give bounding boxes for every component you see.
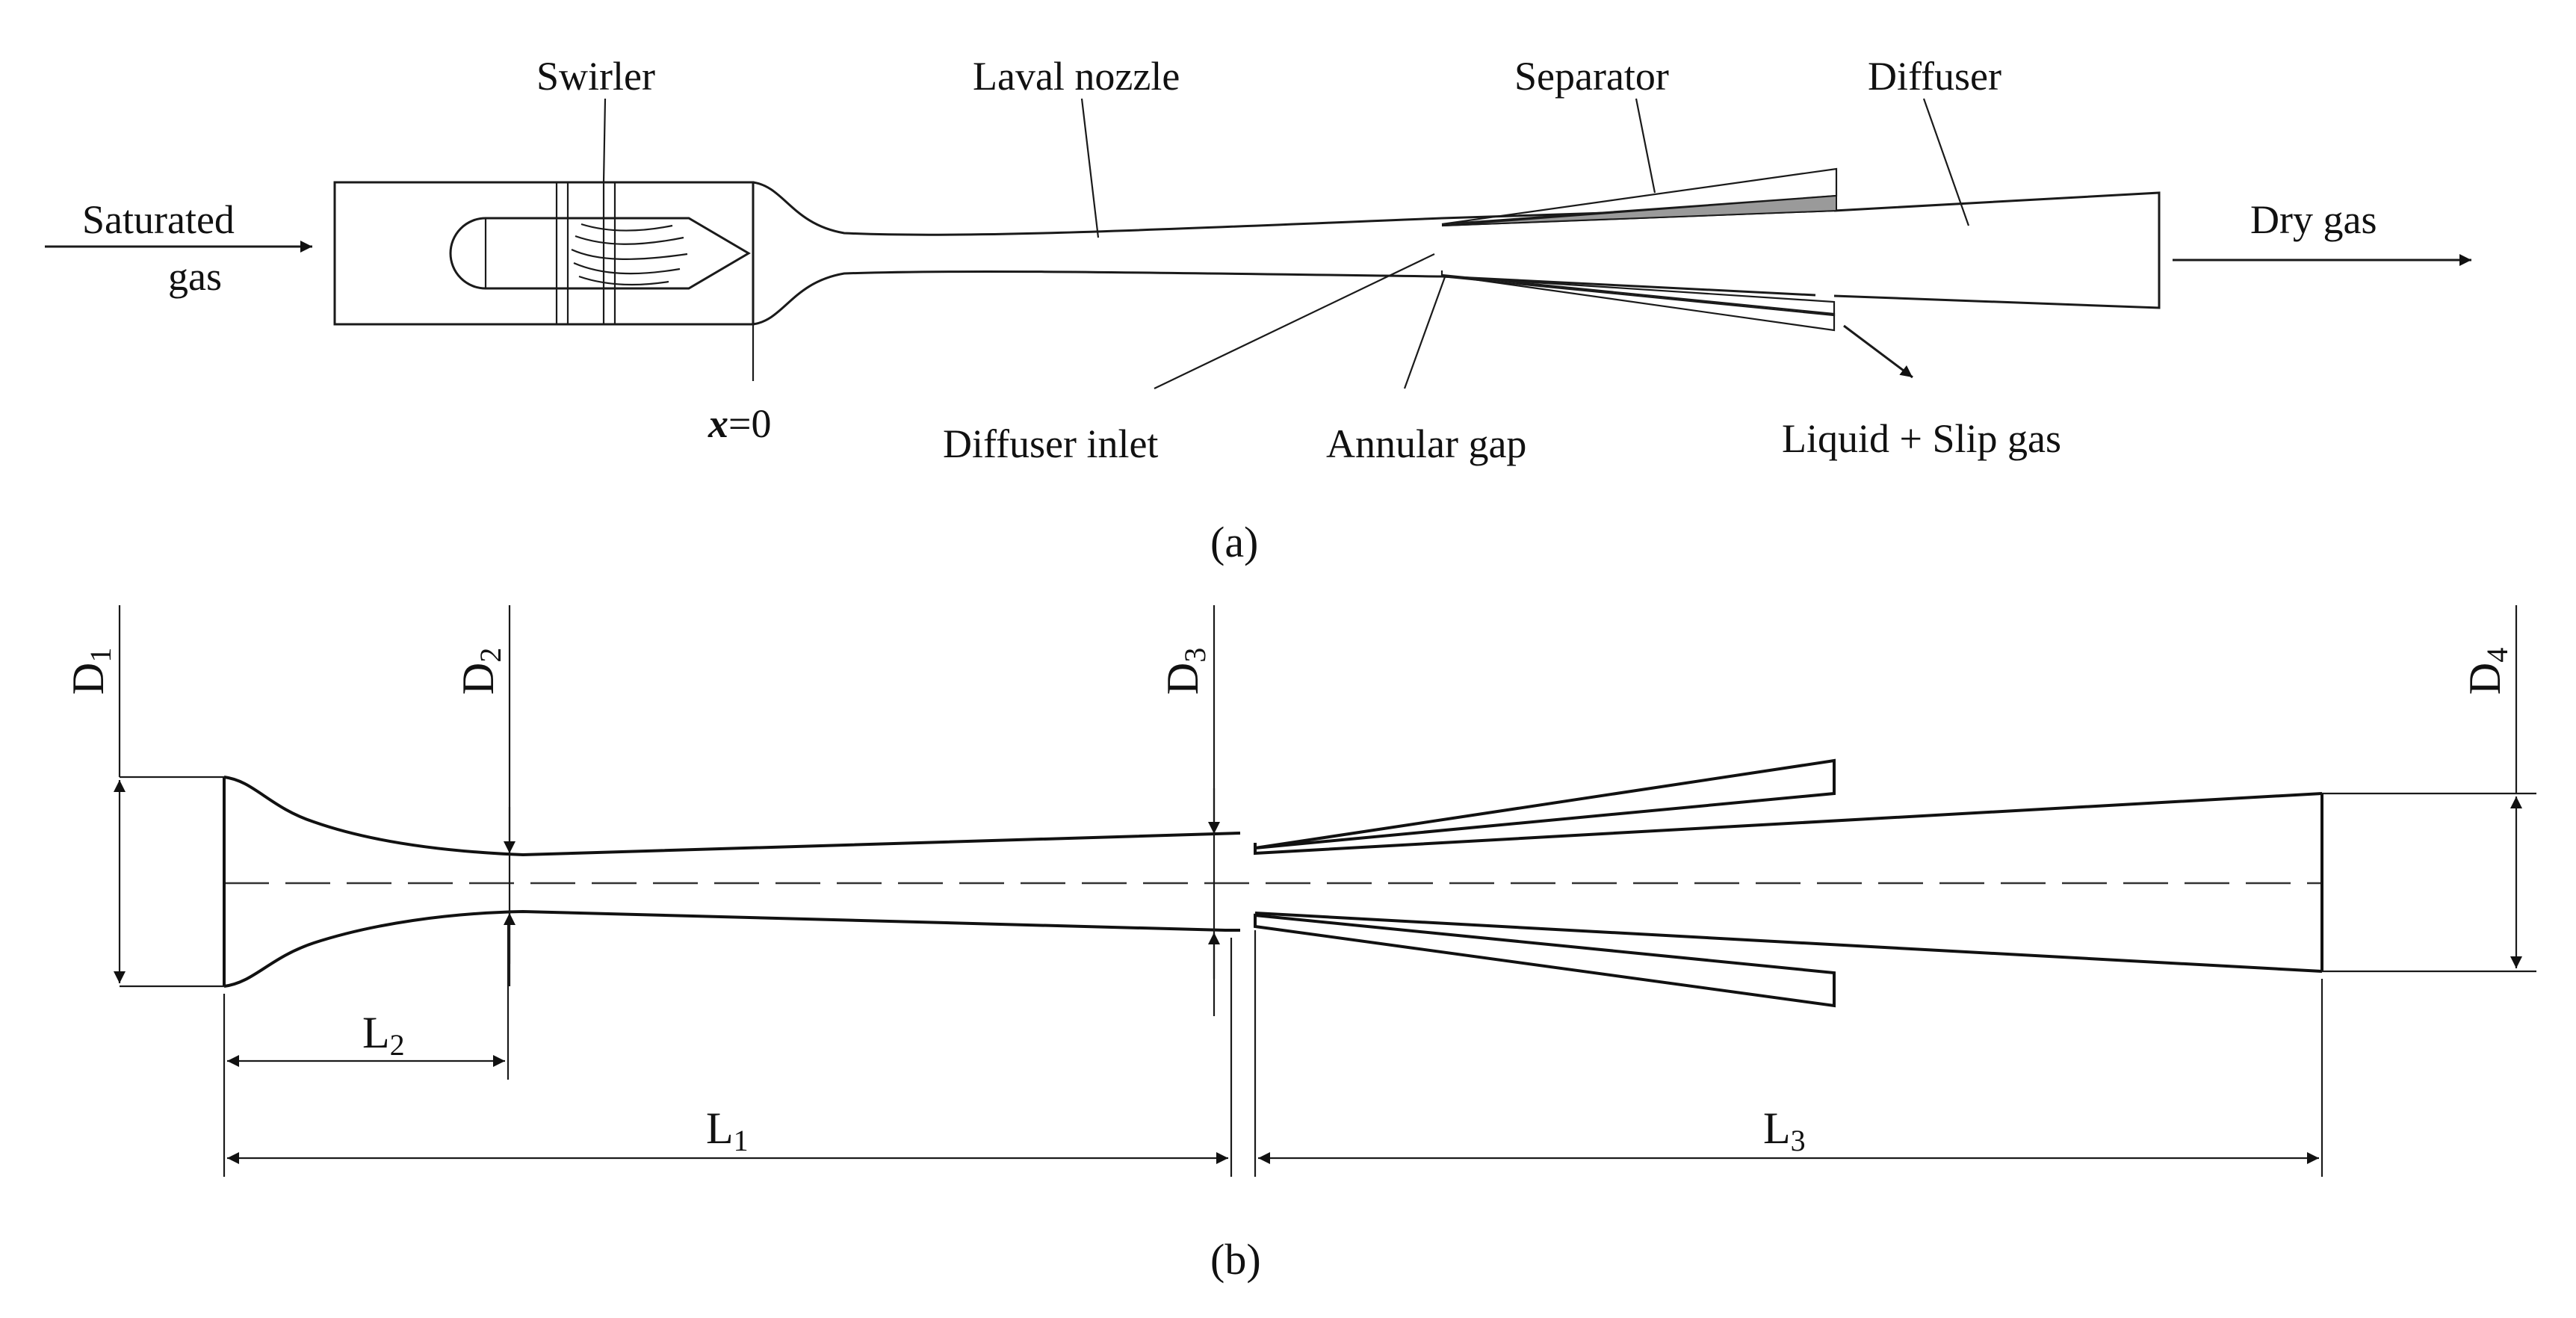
label-d1: D1 — [64, 648, 117, 695]
label-l2: L2 — [362, 1008, 405, 1062]
label-annular-gap: Annular gap — [1326, 421, 1526, 466]
caption-b: (b) — [1210, 1235, 1261, 1284]
label-diffuser: Diffuser — [1868, 54, 2001, 99]
label-d3: D3 — [1158, 648, 1212, 695]
label-separator: Separator — [1514, 54, 1669, 99]
swirler-core — [449, 217, 751, 290]
separator-lower — [1254, 913, 1836, 1008]
label-x-zero: x=0 — [708, 401, 771, 446]
label-l3: L3 — [1763, 1104, 1806, 1157]
label-laval-nozzle: Laval nozzle — [973, 54, 1180, 99]
swirler-housing — [333, 181, 755, 326]
label-d4: D4 — [2460, 648, 2514, 695]
panel-b: D1 D2 D3 D4 L2 L1 L3 (b) — [64, 605, 2536, 1284]
nozzle-contour-upper — [223, 776, 1241, 857]
label-d2: D2 — [453, 648, 507, 695]
laval-nozzle — [752, 181, 1816, 236]
label-dry-gas: Dry gas — [2250, 197, 2377, 242]
label-swirler: Swirler — [536, 54, 655, 99]
separator-upper — [1254, 758, 1836, 850]
diffuser — [1833, 191, 2161, 309]
separator-blade-lower — [1440, 270, 1836, 332]
label-saturated-gas-1: Saturated — [82, 197, 235, 242]
label-l1: L1 — [706, 1104, 749, 1157]
liquid-outlet-arrow — [1843, 324, 1913, 379]
caption-a: (a) — [1210, 518, 1258, 566]
nozzle-contour-lower — [223, 909, 1240, 988]
panel-a: Swirler Laval nozzle Separator Diffuser … — [45, 54, 2471, 566]
separator-blade-upper — [1441, 167, 1838, 226]
label-liquid-slip-gas: Liquid + Slip gas — [1782, 416, 2061, 461]
label-saturated-gas-2: gas — [168, 254, 222, 299]
label-diffuser-inlet: Diffuser inlet — [943, 421, 1158, 466]
